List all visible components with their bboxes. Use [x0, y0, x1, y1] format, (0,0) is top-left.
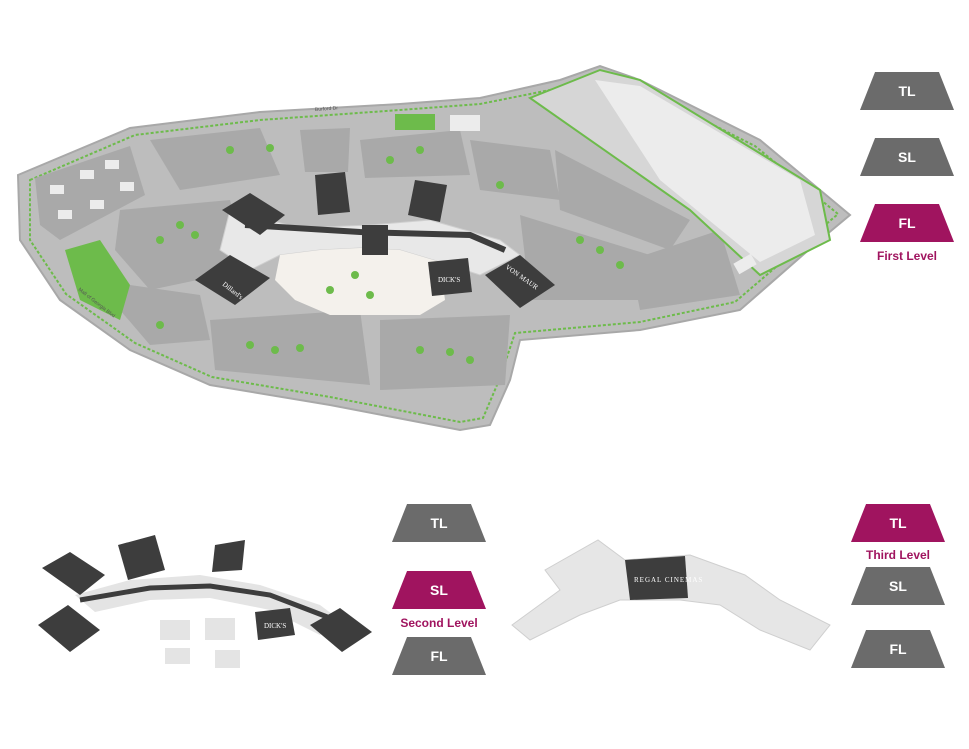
road-label-burford: Burford Dr: [315, 105, 339, 113]
green-area: [65, 240, 130, 320]
level-caption-first: First Level: [876, 249, 938, 263]
second-level-map: DICK'S: [38, 535, 372, 668]
green-border: [29, 72, 840, 424]
mall-court: [275, 248, 445, 315]
level-button-sl[interactable]: SL: [860, 138, 954, 176]
store-dillards: [195, 255, 270, 305]
store-dicks: [428, 258, 472, 296]
anchor-stores: [195, 172, 555, 308]
level-caption-third: Third Level: [865, 548, 930, 562]
store-von-maur: [485, 255, 555, 308]
level-button-fl[interactable]: FL: [392, 637, 486, 675]
regal-cinema: [625, 556, 688, 600]
level-button-tl[interactable]: TL: [860, 72, 954, 110]
level-button-tl[interactable]: TL: [392, 504, 486, 542]
store-anchor-1: [222, 193, 285, 235]
level-button-fl[interactable]: FL: [851, 630, 945, 668]
parking-lots: [35, 128, 740, 390]
level-caption-second: Second Level: [400, 616, 478, 630]
label-regal-cinemas: REGAL CINEMAS: [634, 576, 703, 584]
first-level-site-map: Dillard's DICK'S VON MAUR Burford Dr Mal…: [16, 64, 852, 432]
second-level-stores: [38, 535, 372, 652]
store-anchor-center: [362, 225, 388, 255]
third-level-map: REGAL CINEMAS: [511, 539, 831, 651]
level-button-sl[interactable]: SL: [392, 571, 486, 609]
level-button-fl[interactable]: FL: [860, 204, 954, 242]
label-dicks-l2: DICK'S: [264, 622, 286, 630]
store-anchor-2: [315, 172, 350, 215]
label-dicks: DICK'S: [438, 276, 460, 284]
level-button-sl[interactable]: SL: [851, 567, 945, 605]
store-anchor-3: [408, 180, 447, 222]
trees: [156, 144, 624, 364]
level-button-tl[interactable]: TL: [851, 504, 945, 542]
